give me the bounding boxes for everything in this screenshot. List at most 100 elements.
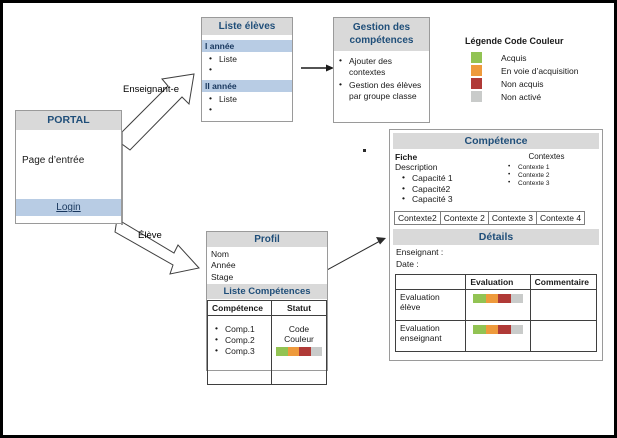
profil-fields: Nom Année Stage	[207, 247, 327, 283]
list-item[interactable]: Comp.3	[215, 345, 267, 357]
portal-box: PORTAL Page d’entrée Login	[15, 110, 122, 224]
row-label-line1: Evaluation	[400, 322, 440, 333]
liste-eleves-box: Liste élèves I année Liste II année List…	[201, 17, 293, 122]
color-bar-non-acquis-icon	[498, 324, 511, 334]
profil-box: Profil Nom Année Stage Liste Compétences…	[206, 231, 328, 386]
list-item[interactable]: Gestion des élèves par groupe classe	[339, 79, 429, 101]
details-meta: Enseignant : Date :	[390, 245, 602, 271]
col-header-statut: Statut	[271, 300, 327, 317]
legend-swatch-non-active-icon	[471, 91, 482, 102]
table-header-row: Evaluation Commentaire	[394, 273, 598, 290]
competence-details-box: Compétence Fiche Description Capacité 1 …	[389, 129, 603, 361]
competence-fiche-label: Fiche	[395, 152, 418, 162]
table-row: Evaluation élève	[394, 288, 598, 321]
competence-list: Comp.1 Comp.2 Comp.3	[212, 323, 267, 357]
tab-contexte-1[interactable]: Contexte2	[394, 210, 440, 225]
legend-title: Légende Code Couleur	[465, 36, 564, 46]
legend-label-en-voie: En voie d’acquisition	[501, 65, 579, 76]
gestion-competences-title: Gestion des compétences	[334, 18, 429, 51]
competence-cell: Comp.1 Comp.2 Comp.3	[207, 315, 272, 386]
list-item[interactable]: Contexte 3	[508, 179, 597, 188]
row-label-evaluation-enseignant: Evaluation enseignant	[394, 319, 467, 352]
col-header-commentaire: Commentaire	[529, 273, 598, 290]
col-header-competence: Compétence	[207, 300, 272, 317]
tab-contexte-2[interactable]: Contexte 2	[439, 210, 488, 225]
gestion-title-line1: Gestion des	[352, 22, 411, 33]
portal-title: PORTAL	[16, 111, 121, 130]
evaluation-cell-eleve[interactable]	[465, 288, 531, 321]
tab-contexte-3[interactable]: Contexte 3	[487, 210, 536, 225]
liste-eleves-title: Liste élèves	[202, 18, 292, 35]
legend-swatch-en-voie-icon	[471, 65, 482, 76]
list-item[interactable]: Comp.2	[215, 334, 267, 346]
portal-login-button[interactable]: Login	[16, 199, 121, 216]
gestion-title-line2: compétences	[349, 35, 414, 46]
competence-capacites-list: Capacité 1 Capacité2 Capacité 3	[395, 172, 496, 205]
commentaire-cell-eleve[interactable]	[529, 288, 598, 321]
row-label-line2: élève	[400, 301, 421, 312]
color-bar-non-active-icon	[310, 347, 322, 357]
details-table: Evaluation Commentaire Evaluation élève	[394, 273, 598, 352]
list-item[interactable]: Ajouter des contextes	[339, 55, 429, 77]
commentaire-cell-enseignant[interactable]	[529, 319, 598, 352]
competence-body: Fiche Description Capacité 1 Capacité2 C…	[390, 149, 602, 205]
gestion-competences-box: Gestion des compétences Ajouter des cont…	[333, 17, 430, 123]
liste-eleves-items-ii: Liste	[202, 93, 292, 116]
tab-contexte-4[interactable]: Contexte 4	[536, 210, 586, 225]
statut-cell: Code Couleur	[271, 315, 327, 386]
legend-row-en-voie: En voie d’acquisition	[465, 64, 605, 77]
color-bar-non-acquis-icon	[498, 293, 511, 303]
profil-field-annee: Année	[211, 260, 236, 271]
list-item[interactable]: Contexte 1	[508, 163, 597, 172]
competence-contextes-column: Contextes Contexte 1 Contexte 2 Contexte…	[496, 152, 597, 205]
list-item[interactable]: Liste	[209, 93, 292, 105]
color-bar-non-active-icon	[510, 293, 523, 303]
color-bar-en-voie-icon	[485, 324, 498, 334]
liste-competences-table: Compétence Statut Comp.1 Comp.2 Comp.3 C…	[207, 300, 327, 386]
color-bar-non-acquis-icon	[299, 347, 311, 357]
col-header-blank	[394, 273, 467, 290]
list-item[interactable]: Capacité 3	[402, 193, 496, 205]
profil-field-stage: Stage	[211, 271, 234, 282]
profil-title: Profil	[207, 232, 327, 247]
list-item[interactable]: Capacité2	[402, 183, 496, 195]
gestion-competences-list: Ajouter des contextes Gestion des élèves…	[334, 55, 429, 102]
legend-row-non-active: Non activé	[465, 90, 605, 103]
legend-swatch-acquis-icon	[471, 52, 482, 63]
contextes-title: Contextes	[528, 152, 565, 161]
evaluation-cell-enseignant[interactable]	[465, 319, 531, 352]
list-item[interactable]: Comp.1	[215, 323, 267, 335]
table-header-row: Compétence Statut	[207, 300, 327, 317]
legend-label-non-acquis: Non acquis	[501, 78, 544, 89]
legend-row-acquis: Acquis	[465, 51, 605, 64]
list-item[interactable]: Capacité 1	[402, 172, 496, 184]
competence-fiche-column: Fiche Description Capacité 1 Capacité2 C…	[395, 152, 496, 205]
block-arrow-eleve	[114, 218, 200, 275]
details-enseignant-label: Enseignant :	[396, 246, 444, 257]
legend-row-non-acquis: Non acquis	[465, 77, 605, 90]
statut-line1: Code	[288, 324, 310, 335]
profil-field-nom: Nom	[211, 249, 229, 259]
color-bar-non-active-icon	[510, 324, 523, 334]
details-date-label: Date :	[396, 258, 419, 269]
contexte-tabs: Contexte2 Contexte 2 Contexte 3 Contexte…	[394, 210, 598, 225]
legend-swatch-non-acquis-icon	[471, 78, 482, 89]
list-item[interactable]	[209, 104, 292, 116]
competence-title: Compétence	[393, 133, 599, 149]
legend-label-acquis: Acquis	[501, 52, 527, 63]
color-bar-en-voie-icon	[287, 347, 299, 357]
competence-description-label: Description	[395, 162, 438, 172]
list-item[interactable]: Liste	[209, 53, 292, 65]
list-item[interactable]	[209, 64, 292, 76]
legend-block: Légende Code Couleur Acquis En voie d’ac…	[465, 36, 605, 103]
table-row: Comp.1 Comp.2 Comp.3 Code Couleur	[207, 315, 327, 386]
col-header-evaluation: Evaluation	[465, 273, 531, 290]
color-bar-acquis-icon	[276, 347, 288, 357]
row-label-line2: enseignant	[400, 332, 442, 343]
legend-label-non-active: Non activé	[501, 91, 542, 102]
portal-body-text: Page d’entrée	[22, 155, 85, 166]
list-item[interactable]: Contexte 2	[508, 171, 597, 180]
table-row: Evaluation enseignant	[394, 319, 598, 352]
row-label-evaluation-eleve: Evaluation élève	[394, 288, 467, 321]
